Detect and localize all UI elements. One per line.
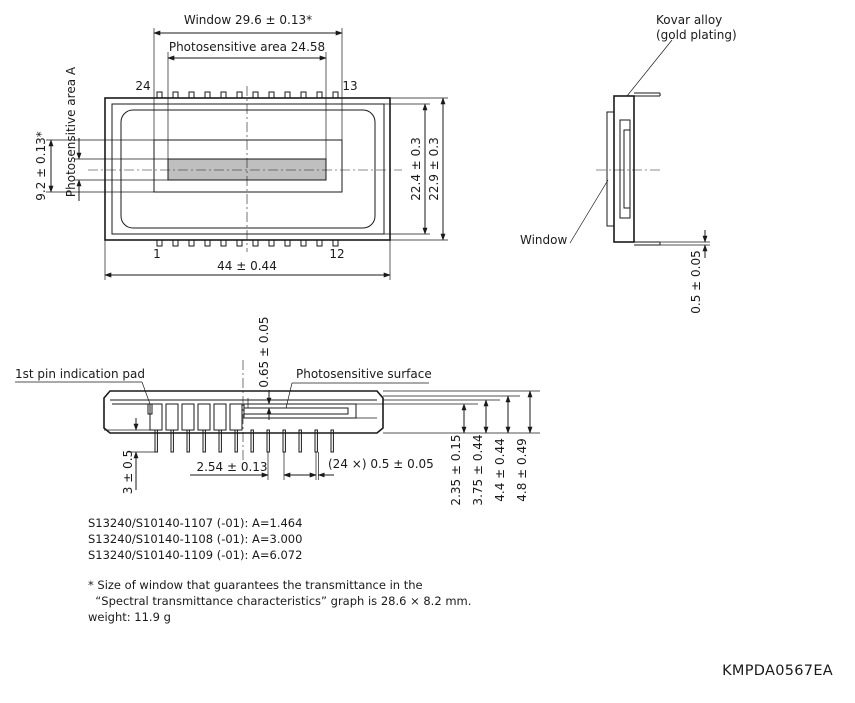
model-line-3: S13240/S10140-1109 (-01): A=6.072 — [88, 548, 303, 562]
pin-13-label: 13 — [342, 79, 357, 93]
photosensitive-surface-label: Photosensitive surface — [296, 367, 432, 381]
height-dimension-1: 2.35 ± 0.15 — [449, 434, 463, 505]
surface-depth-dimension: 0.65 ± 0.05 — [257, 316, 271, 387]
pin-24-label: 24 — [135, 79, 150, 93]
pin-length-dimension: 3 ± 0.5 — [121, 450, 135, 494]
model-line-1: S13240/S10140-1107 (-01): A=1.464 — [88, 516, 303, 530]
model-line-2: S13240/S10140-1108 (-01): A=3.000 — [88, 532, 303, 546]
material-label-line1: Kovar alloy — [656, 13, 722, 27]
height-dimension-2: 3.75 ± 0.44 — [471, 434, 485, 505]
lid-thickness-dimension: 0.5 ± 0.05 — [689, 250, 703, 314]
pin-12-label: 12 — [329, 247, 344, 261]
pin-width-dimension: (24 ×) 0.5 ± 0.05 — [328, 457, 434, 471]
inner-height-dimension: 22.4 ± 0.3 — [409, 137, 423, 201]
top-view: Window 29.6 ± 0.13* Photosensitive area … — [34, 13, 448, 280]
front-view: 1st pin indication pad Photosensitive su… — [15, 316, 540, 506]
height-dimension-3: 4.4 ± 0.44 — [493, 438, 507, 502]
window-outline — [120, 109, 376, 229]
pin-pad-label: 1st pin indication pad — [15, 367, 145, 381]
height-dimension-4: 4.8 ± 0.49 — [515, 438, 529, 502]
length-dimension: 44 ± 0.44 — [217, 259, 277, 273]
window-height-dimension: 9.2 ± 0.13* — [34, 131, 48, 201]
side-window-label: Window — [520, 233, 568, 247]
photosensitive-area-a-label: Photosensitive area A — [64, 66, 78, 197]
side-view: Kovar alloy (gold plating) Window 0.5 ± … — [520, 13, 737, 314]
window-dimension: Window 29.6 ± 0.13* — [184, 13, 312, 27]
front-view-pin-frames — [149, 403, 243, 431]
top-view-pins-bottom — [156, 239, 339, 247]
package-outline — [104, 97, 391, 241]
outer-height-dimension: 22.9 ± 0.3 — [427, 137, 441, 201]
drawing-code: KMPDA0567EA — [722, 663, 833, 679]
weight-note: weight: 11.9 g — [88, 610, 171, 624]
photosensitive-area-dimension: Photosensitive area 24.58 — [169, 40, 325, 54]
footnote-line-1: * Size of window that guarantees the tra… — [88, 578, 423, 592]
footnote-line-2: “Spectral transmittance characteristics”… — [88, 594, 472, 608]
notes: S13240/S10140-1107 (-01): A=1.464 S13240… — [88, 515, 471, 625]
pin-pitch-dimension: 2.54 ± 0.13 — [196, 460, 267, 474]
material-label-line2: (gold plating) — [656, 28, 737, 42]
top-view-pins-top — [156, 91, 339, 99]
photosensitive-area-outline — [153, 139, 343, 193]
pin-1-label: 1 — [153, 247, 161, 261]
